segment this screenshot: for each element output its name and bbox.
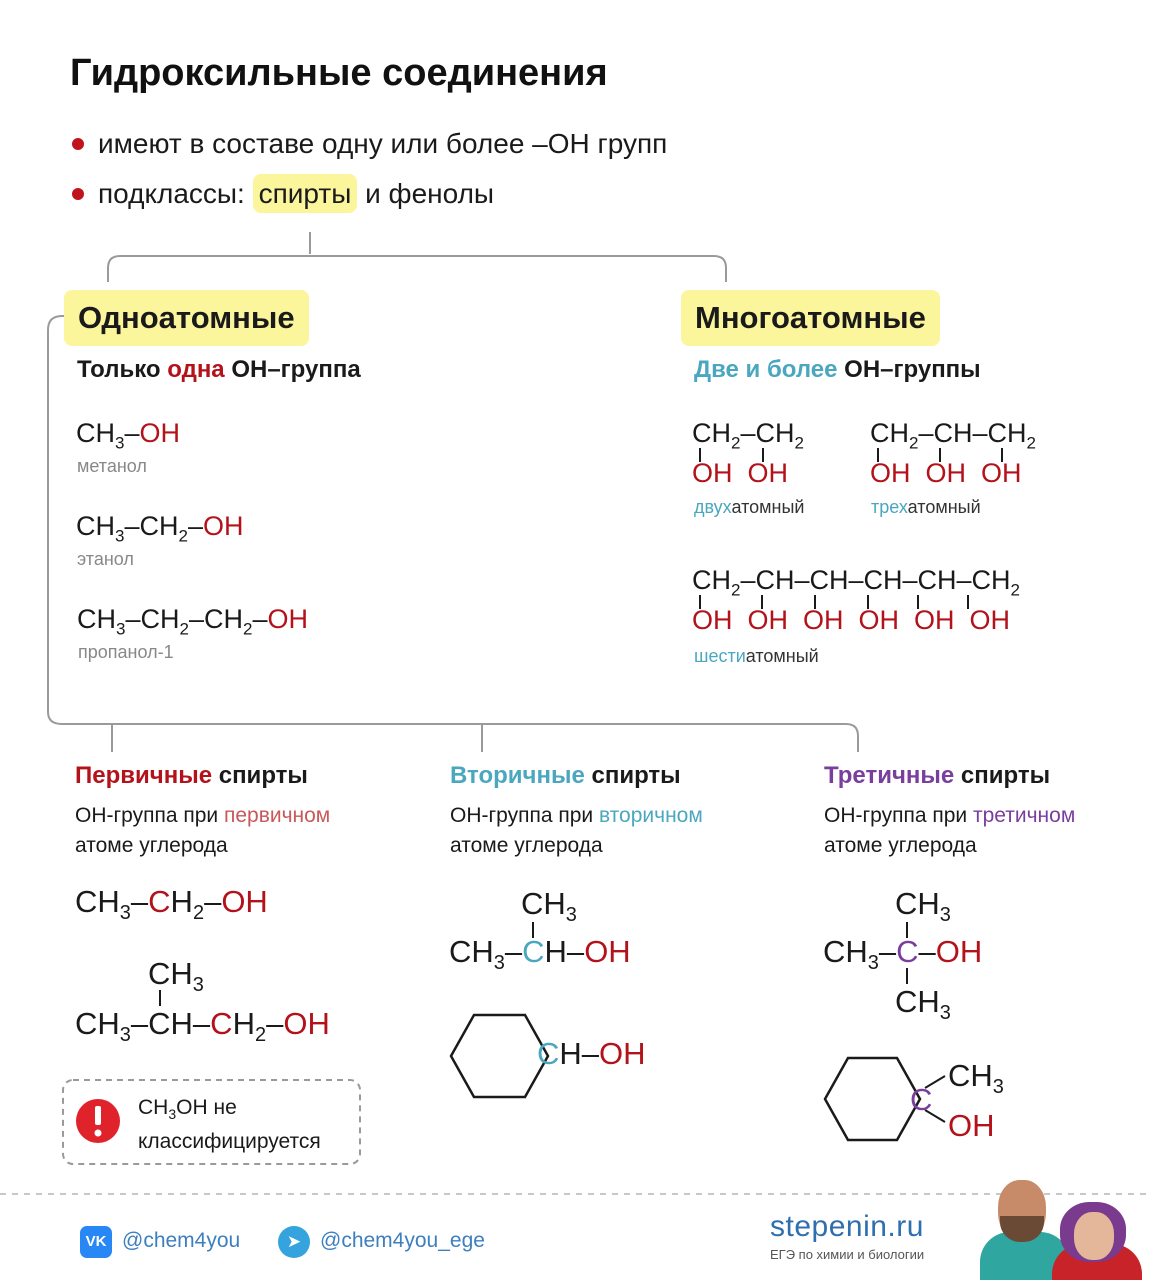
formula-methanol: CH3–OH: [76, 418, 180, 453]
label-hexaatomic: шестиатомный: [694, 646, 819, 666]
formula-primary-branch-ch3: CH3: [148, 956, 204, 997]
formula-secondary-branch-ch3: CH3: [521, 886, 577, 927]
telegram-link[interactable]: @chem4you_ege: [320, 1229, 485, 1252]
formula-tertiary-top-ch3: CH3: [895, 886, 951, 927]
vk-link[interactable]: @chem4you: [122, 1229, 241, 1252]
authors-photo: [960, 1172, 1151, 1280]
name-propanol: пропанол-1: [78, 642, 174, 662]
page-title: Гидроксильные соединения: [70, 52, 608, 94]
cyclohexane-ring-secondary: [449, 1013, 550, 1099]
formula-cyclo-oh: OH: [948, 1108, 995, 1143]
name-ethanol: этанол: [77, 549, 134, 569]
telegram-icon[interactable]: ➤: [278, 1226, 310, 1258]
site-tagline: ЕГЭ по химии и биологии: [770, 1247, 925, 1262]
formula-tertiary-bottom-ch3: CH3: [895, 984, 951, 1025]
formula-propanol: CH3–CH2–CH2–OH: [77, 604, 308, 639]
secondary-heading: Вторичные спирты: [450, 762, 681, 789]
formula-cyclo-ch3: CH3: [948, 1058, 1004, 1099]
cyclohexane-ring-tertiary: [823, 1056, 922, 1142]
formula-hexol-oh: OH OH OH OH OH OH: [692, 605, 1011, 635]
formula-cyclohexanol-group: CH–OH: [537, 1036, 646, 1071]
formula-primary-ethanol: CH3–CH2–OH: [75, 884, 268, 925]
formula-triol-oh: OH OH OH: [870, 458, 1022, 488]
note-box: [62, 1079, 361, 1165]
formula-ethanol: CH3–CH2–OH: [76, 511, 244, 546]
formula-diol-chain: CH2–CH2: [692, 418, 804, 453]
vk-icon[interactable]: VK: [80, 1226, 112, 1258]
formula-hexol-chain: CH2–CH–CH–CH–CH–CH2: [692, 565, 1021, 600]
bullet-1-text: имеют в составе одну или более –OH групп: [98, 128, 668, 159]
category-monoatomic: Одноатомные: [64, 290, 309, 346]
tertiary-heading: Третичные спирты: [824, 762, 1051, 789]
bullet-2: подклассы: спирты и фенолы: [72, 174, 494, 213]
bullet-1: имеют в составе одну или более –OH групп: [72, 128, 667, 160]
label-diatomic: двухатомный: [694, 497, 805, 517]
primary-heading: Первичные спирты: [75, 762, 308, 789]
highlight-alcohols: спирты: [252, 174, 358, 213]
formula-triol-chain: CH2–CH–CH2: [870, 418, 1036, 453]
formula-primary-isobutanol: CH3–CH–CH2–OH: [75, 1006, 330, 1047]
formula-cyclo-tertiary-c: C: [910, 1082, 933, 1117]
label-triatomic: трехатомный: [871, 497, 981, 517]
name-methanol: метанол: [77, 456, 147, 476]
polyatomic-subtitle: Две и более OH–группы: [694, 356, 981, 383]
site-logo[interactable]: stepenin.ru: [770, 1210, 924, 1243]
monoatomic-subtitle: Только одна OH–группа: [77, 356, 361, 383]
formula-tert-butanol: CH3–C–OH: [823, 934, 983, 975]
formula-isopropanol: CH3–CH–OH: [449, 934, 631, 975]
category-polyatomic: Многоатомные: [681, 290, 940, 346]
formula-diol-oh: OH OH: [692, 458, 789, 488]
